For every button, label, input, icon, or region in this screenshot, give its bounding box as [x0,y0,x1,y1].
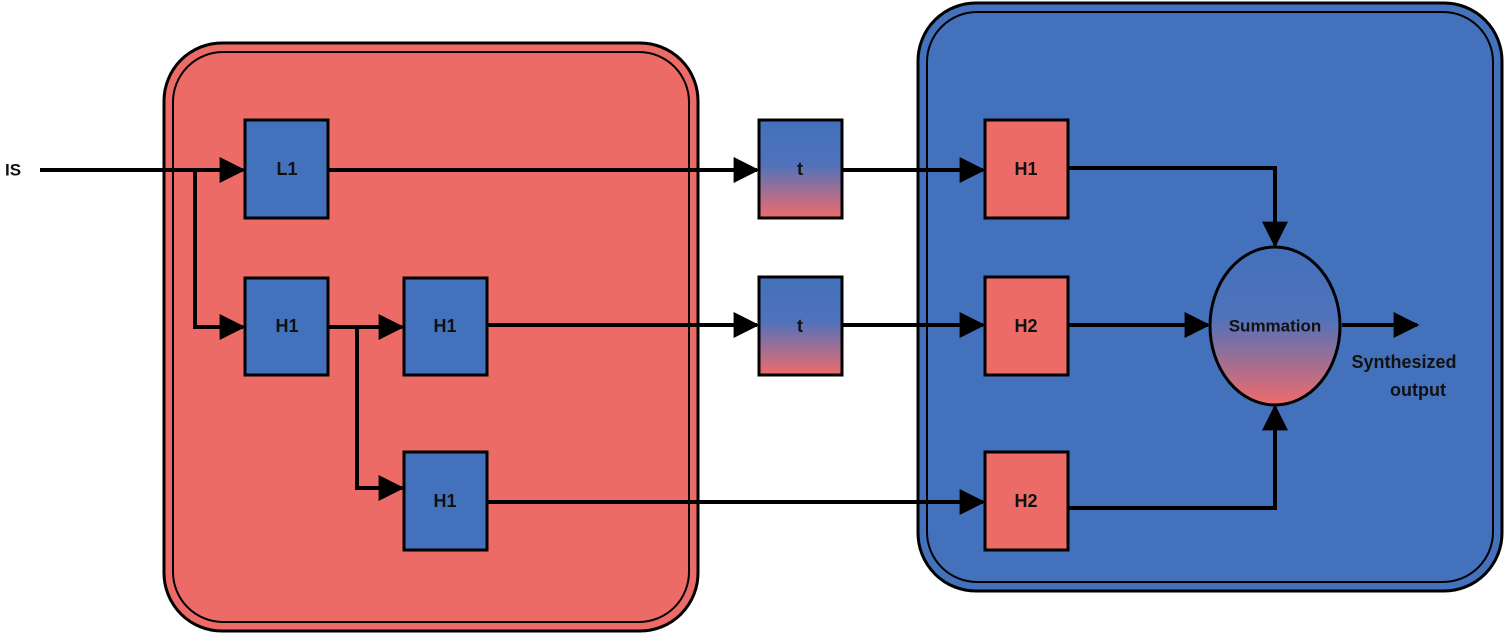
analysis-block-h1-first: H1 [243,276,330,377]
block-label: H1 [433,316,456,336]
synthesis-block-h2-upper: H2 [983,275,1070,377]
analysis-block-h1-lower: H1 [402,450,489,552]
block-label: H2 [1014,316,1037,336]
threshold-block-upper: t [757,118,844,220]
output-label-line-2: output [1390,380,1446,400]
summation-label: Summation [1229,317,1322,336]
analysis-block-h1-upper: H1 [402,276,489,377]
connection-wires [40,157,1420,515]
synthesis-block-h1: H1 [983,118,1070,220]
wire-h1-to-h1-lower [355,327,405,501]
block-label: H2 [1014,491,1037,511]
threshold-block-middle: t [757,275,844,377]
summation-node: Summation [1208,245,1342,407]
block-label: L1 [276,159,297,179]
output-label-line-1: Synthesized [1351,352,1456,372]
block-label: H1 [275,316,298,336]
block-label: H1 [433,491,456,511]
analysis-block-l1: L1 [243,118,330,220]
input-label: IS [5,161,21,180]
block-label: H1 [1014,159,1037,179]
block-label: t [797,316,803,336]
block-label: t [797,159,803,179]
wire-h2-lower-to-summation [1068,404,1288,510]
synthesis-block-h2-lower: H2 [983,450,1070,552]
wire-h1-to-summation [1068,166,1288,248]
branch-wire-h1 [193,170,246,340]
